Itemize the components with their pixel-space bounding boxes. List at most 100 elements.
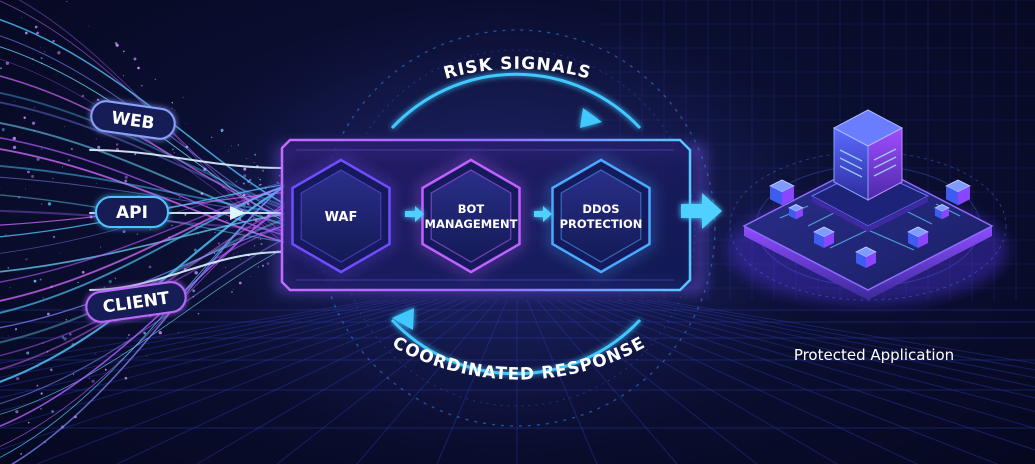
particle: [36, 157, 40, 161]
particle: [253, 161, 255, 164]
particle: [194, 271, 198, 275]
particle: [133, 57, 137, 61]
grid-line: [276, 299, 488, 464]
particle: [254, 153, 257, 156]
input-pill: [95, 196, 169, 228]
particle: [40, 57, 43, 60]
particle: [31, 175, 34, 178]
particle: [122, 50, 125, 53]
particle: [179, 197, 181, 199]
particle: [124, 376, 128, 380]
particle: [97, 145, 101, 149]
particle: [232, 288, 234, 290]
particle: [228, 150, 229, 152]
particle: [237, 252, 238, 253]
particle: [242, 182, 245, 185]
risk-signals-arc: [390, 72, 642, 130]
particle: [40, 407, 42, 410]
particle: [36, 31, 40, 35]
light-stream: [0, 58, 285, 235]
particle: [124, 179, 128, 183]
particle: [250, 184, 252, 186]
particle: [197, 312, 200, 315]
stage-label: WAF: [325, 210, 358, 225]
particle: [270, 182, 272, 183]
stage-label-line1: BOT: [458, 202, 485, 216]
light-stream: [0, 213, 285, 273]
particle: [182, 96, 184, 98]
particle: [158, 331, 162, 335]
hexagon-inner: [560, 169, 642, 263]
particle: [235, 180, 238, 183]
particle: [95, 182, 97, 184]
particle: [100, 246, 102, 248]
particle: [59, 252, 61, 254]
stage-waf: WAF: [289, 156, 393, 276]
grid-line: [566, 299, 918, 464]
output-arrow-icon: [681, 193, 722, 229]
particle: [27, 170, 30, 174]
coordinated-response-arc: [390, 308, 642, 376]
grid-line: [0, 299, 418, 399]
particle: [266, 262, 270, 265]
particle: [124, 175, 128, 179]
light-stream: [0, 137, 285, 236]
particle: [14, 100, 15, 102]
particle: [192, 289, 196, 293]
arrow-left-icon: [392, 308, 414, 330]
grid-line: [0, 299, 438, 429]
particle: [4, 193, 5, 194]
light-stream: [10, 184, 285, 464]
particle: [42, 297, 44, 299]
particle: [50, 368, 53, 372]
particle: [32, 121, 36, 125]
grid-line: [576, 299, 998, 464]
particle: [220, 128, 224, 132]
particle: [20, 17, 22, 19]
particle: [173, 152, 175, 154]
node-cube: [945, 179, 971, 206]
particle: [114, 277, 117, 280]
grid-line: [196, 299, 478, 464]
particle: [259, 238, 262, 241]
particle: [184, 213, 187, 216]
particle: [261, 169, 265, 172]
particle: [231, 291, 233, 293]
particle: [210, 136, 213, 139]
node-cube: [788, 204, 804, 220]
particle: [238, 281, 242, 285]
light-stream: [0, 176, 285, 216]
grid-line: [536, 299, 678, 464]
particle: [47, 202, 52, 206]
particle: [225, 267, 226, 268]
particle: [143, 331, 146, 335]
particle: [127, 334, 130, 336]
grid-line: [0, 299, 378, 364]
grid-line: [0, 299, 398, 379]
particle: [237, 144, 240, 146]
stage-label-line1: DDOS: [582, 202, 619, 216]
grid-line: [546, 299, 758, 464]
node-cube: [907, 226, 929, 248]
particle: [1, 128, 5, 132]
particle: [171, 101, 174, 104]
particle: [214, 231, 216, 234]
grid-line: [0, 299, 408, 388]
particle: [20, 453, 22, 455]
stage-label-line2: PROTECTION: [560, 217, 643, 231]
particle: [69, 333, 72, 336]
particle: [36, 384, 39, 387]
particle: [12, 136, 16, 141]
particle: [15, 410, 19, 414]
particle: [50, 64, 52, 65]
particle: [115, 143, 119, 146]
particle: [18, 196, 21, 199]
light-stream: [0, 203, 285, 447]
particle: [39, 47, 41, 49]
particle: [240, 258, 242, 260]
arrow-right-icon: [230, 206, 246, 220]
node-cube: [813, 226, 835, 248]
particle: [103, 286, 106, 289]
